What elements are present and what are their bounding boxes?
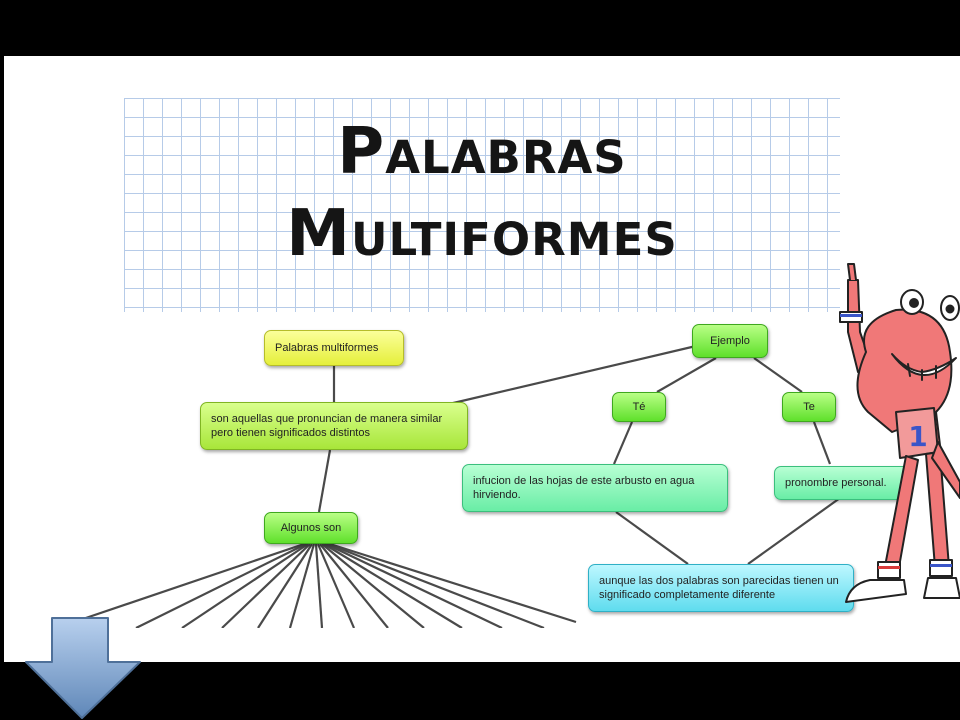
mascot-number: 1 xyxy=(908,420,927,453)
node-pronombre[interactable]: pronombre personal. xyxy=(774,466,910,500)
edge-te-pronombre xyxy=(812,421,832,465)
node-conclusion[interactable]: aunque las dos palabras son parecidas ti… xyxy=(588,564,854,612)
node-label: Ejemplo xyxy=(710,335,750,347)
title-banner: Palabras Multiformes xyxy=(124,98,840,312)
node-ejemplo[interactable]: Ejemplo xyxy=(692,324,768,358)
edge-ejemplo-te-tilde xyxy=(656,357,717,393)
edge-fan-13 xyxy=(327,542,545,630)
node-label: Algunos son xyxy=(280,522,342,534)
edge-fan-12 xyxy=(325,543,503,629)
mascot-character: 1 xyxy=(839,263,960,603)
node-label: infucion de las hojas de este arbusto en… xyxy=(473,475,695,501)
edge-fan-1 xyxy=(73,542,305,624)
title-line-1: Palabras xyxy=(337,115,627,189)
edge-fan-8 xyxy=(316,543,356,629)
edge-fan-9 xyxy=(319,543,389,629)
node-te[interactable]: Te xyxy=(782,392,836,422)
node-infusion[interactable]: infucion de las hojas de este arbusto en… xyxy=(462,464,728,512)
node-te-tilde[interactable]: Té xyxy=(612,392,666,422)
edge-te-tilde-infusion xyxy=(612,421,634,465)
down-arrow-icon[interactable] xyxy=(24,614,144,720)
edge-definicion-ejemplo xyxy=(448,344,697,406)
edge-fan-3 xyxy=(181,543,309,629)
edge-fan-7 xyxy=(314,543,324,629)
edge-fan-5 xyxy=(257,543,313,629)
node-label: Palabras multiformes xyxy=(275,342,379,354)
node-palabras-multiformes[interactable]: Palabras multiformes xyxy=(264,330,404,366)
edge-definicion-algunos xyxy=(317,449,332,513)
node-label: son aquellas que pronuncian de manera si… xyxy=(211,413,443,439)
node-label: pronombre personal. xyxy=(785,477,887,489)
connector-lines xyxy=(4,344,841,662)
node-algunos-son[interactable]: Algunos son xyxy=(264,512,358,544)
edge-fan-14 xyxy=(329,542,577,624)
edge-fan-2 xyxy=(135,543,307,629)
edge-infusion-conclusion xyxy=(615,511,689,565)
edge-ejemplo-te xyxy=(753,357,803,393)
edge-fan-11 xyxy=(323,543,463,629)
edge-fan-6 xyxy=(288,543,316,629)
edge-fan-4 xyxy=(221,543,311,629)
title-line-2: Multiformes xyxy=(286,197,678,271)
node-label: Te xyxy=(803,401,815,413)
node-label: aunque las dos palabras son parecidas ti… xyxy=(599,575,839,601)
node-definicion[interactable]: son aquellas que pronuncian de manera si… xyxy=(200,402,468,450)
edge-pronombre-conclusion xyxy=(747,497,841,565)
node-label: Té xyxy=(632,401,646,413)
slide-canvas: Palabras Multiformes xyxy=(4,56,960,662)
edge-fan-10 xyxy=(321,543,425,629)
